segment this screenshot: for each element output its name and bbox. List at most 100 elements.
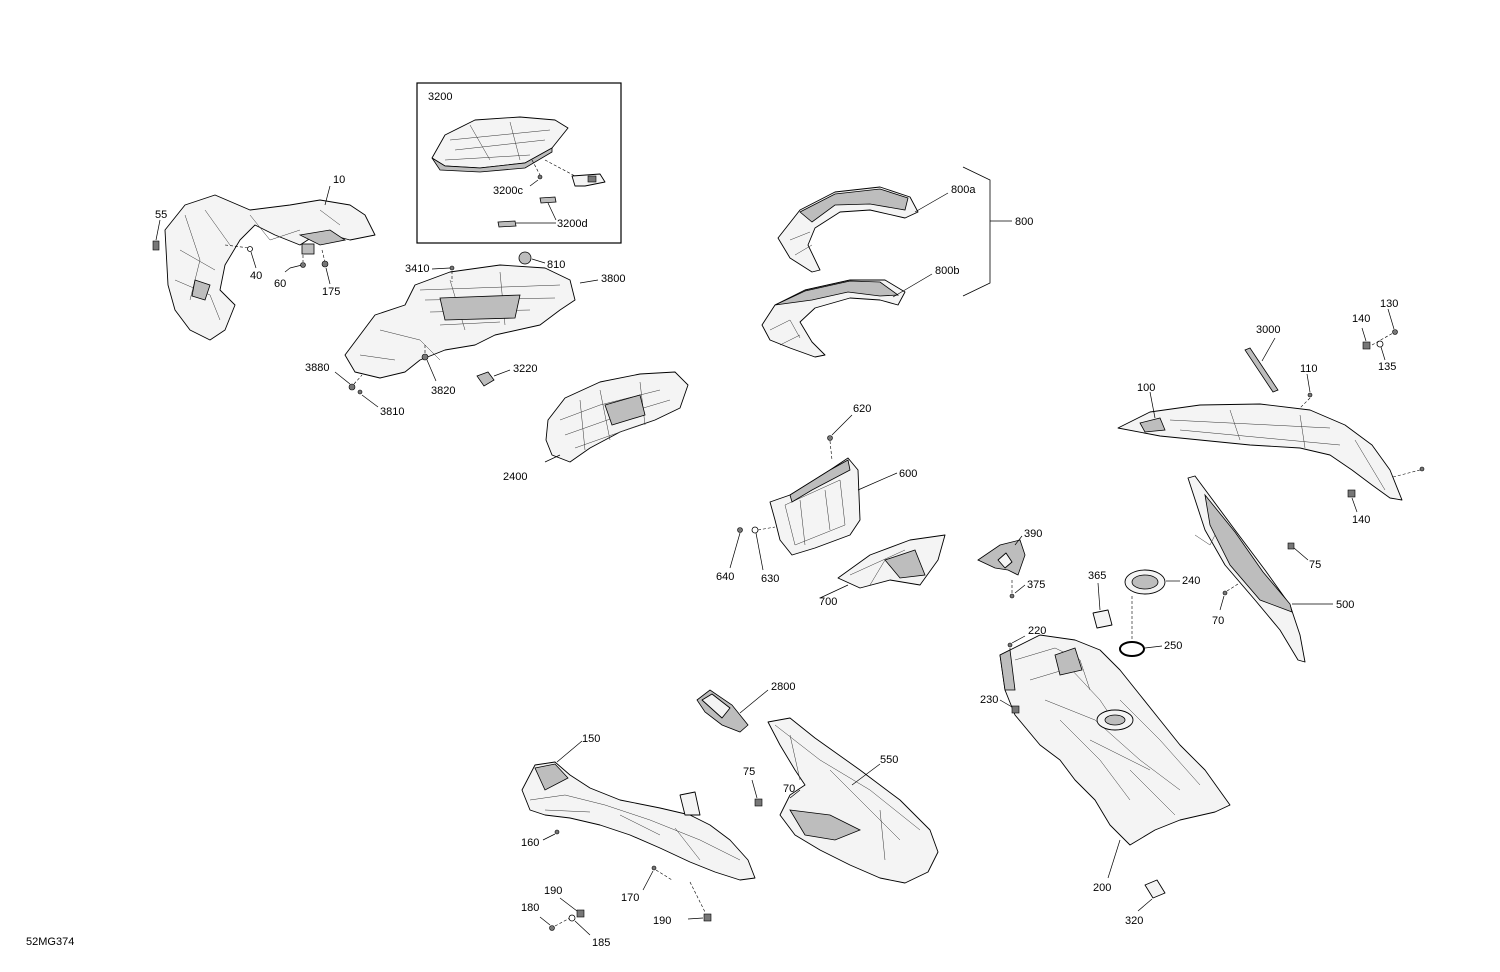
callout-250: 250 xyxy=(1164,640,1182,652)
part-640-screw xyxy=(737,527,743,533)
part-135-washer xyxy=(1376,340,1384,348)
callout-220: 220 xyxy=(1028,625,1046,637)
document-id: 52MG374 xyxy=(26,936,74,948)
callout-3200d: 3200d xyxy=(557,218,588,230)
part-screw-right xyxy=(1392,466,1425,478)
callout-110: 110 xyxy=(1300,363,1318,375)
callout-3200c: 3200c xyxy=(493,185,523,197)
callout-500: 500 xyxy=(1336,599,1354,611)
callout-3000: 3000 xyxy=(1256,324,1280,336)
part-365-pad xyxy=(1092,609,1113,629)
callout-3410: 3410 xyxy=(405,263,429,275)
callout-70-right: 70 xyxy=(1212,615,1224,627)
callout-130: 130 xyxy=(1380,298,1398,310)
callout-135: 135 xyxy=(1378,361,1396,373)
part-3800-storage-frame xyxy=(344,251,576,379)
callout-55: 55 xyxy=(155,209,167,221)
part-320-clip xyxy=(1144,879,1166,899)
callout-70-left: 70 xyxy=(783,783,795,795)
part-3200c-latch xyxy=(571,173,606,187)
part-240-ring xyxy=(1124,569,1166,595)
part-620-screw xyxy=(827,435,833,461)
part-170-screw xyxy=(651,865,673,881)
part-75-clip-left xyxy=(754,798,763,807)
part-185-washer xyxy=(568,914,576,922)
part-3810-screw xyxy=(357,389,363,395)
callout-365: 365 xyxy=(1088,570,1106,582)
callout-640: 640 xyxy=(716,571,734,583)
callout-620: 620 xyxy=(853,403,871,415)
callout-230: 230 xyxy=(980,694,998,706)
part-40-screw xyxy=(247,246,253,252)
callout-10: 10 xyxy=(333,174,345,186)
part-200-center-console xyxy=(999,634,1231,846)
part-3200d-pads xyxy=(497,196,557,228)
callout-3800: 3800 xyxy=(601,273,625,285)
part-630-washer xyxy=(751,526,776,534)
callout-2400: 2400 xyxy=(503,471,527,483)
part-130-screw xyxy=(1371,329,1398,346)
callout-320: 320 xyxy=(1125,915,1143,927)
part-70-screw-right xyxy=(1222,583,1239,596)
part-3000-strip xyxy=(1244,347,1279,393)
callout-240: 240 xyxy=(1182,575,1200,587)
group-bracket-800 xyxy=(962,166,991,297)
part-375-screw xyxy=(1009,580,1015,599)
part-250-seal xyxy=(1119,641,1145,657)
callout-550: 550 xyxy=(880,754,898,766)
callout-375: 375 xyxy=(1027,579,1045,591)
callout-810: 810 xyxy=(547,259,565,271)
callout-3880: 3880 xyxy=(305,362,329,374)
part-150-side-panel xyxy=(521,761,756,881)
part-600-bracket-panel xyxy=(769,457,861,556)
part-3410-screw xyxy=(431,265,455,282)
callout-600: 600 xyxy=(899,468,917,480)
part-75-clip-right xyxy=(1287,542,1295,550)
part-100-rear-trim xyxy=(1117,403,1403,501)
callout-180: 180 xyxy=(521,902,539,914)
callout-3820: 3820 xyxy=(431,385,455,397)
part-500-side-panel xyxy=(1187,475,1306,663)
part-140-nut-upper xyxy=(1362,341,1371,350)
part-700-cover-panel xyxy=(837,534,946,589)
part-2800-trim xyxy=(696,689,749,733)
part-175-screw xyxy=(321,249,329,268)
callout-185: 185 xyxy=(592,937,610,949)
inset-box-3200 xyxy=(416,82,622,244)
part-3200-cover xyxy=(431,116,569,173)
callout-3810: 3810 xyxy=(380,406,404,418)
callout-190-upper: 190 xyxy=(544,885,562,897)
callout-390: 390 xyxy=(1024,528,1042,540)
part-800a-upper-panel xyxy=(777,186,919,273)
part-60-screw xyxy=(289,262,306,269)
callout-2800: 2800 xyxy=(771,681,795,693)
part-55-clip xyxy=(152,240,160,251)
part-390-badge xyxy=(977,539,1026,576)
part-2400-gauge-cluster xyxy=(545,371,689,463)
part-190-nut-lower xyxy=(703,913,712,922)
callout-140-lower: 140 xyxy=(1352,514,1370,526)
callout-3200: 3200 xyxy=(428,91,452,103)
part-3220-bumper xyxy=(476,371,495,387)
callout-190-lower: 190 xyxy=(653,915,671,927)
callout-630: 630 xyxy=(761,573,779,585)
callout-700: 700 xyxy=(819,596,837,608)
part-550-side-cover xyxy=(767,717,939,884)
callout-140-upper: 140 xyxy=(1352,313,1370,325)
callout-800a: 800a xyxy=(951,184,976,196)
callout-160: 160 xyxy=(521,837,539,849)
part-110-screw xyxy=(1299,392,1313,409)
callout-100: 100 xyxy=(1137,382,1155,394)
part-140-nut-lower xyxy=(1347,489,1356,498)
callout-60: 60 xyxy=(274,278,286,290)
part-180-screw xyxy=(549,917,571,931)
callout-800b: 800b xyxy=(935,265,959,277)
callout-800: 800 xyxy=(1015,216,1033,228)
callout-3220: 3220 xyxy=(513,363,537,375)
part-190-nut-upper xyxy=(576,909,585,918)
callout-175: 175 xyxy=(322,286,340,298)
part-800b-lower-panel xyxy=(761,279,906,358)
callout-40: 40 xyxy=(250,270,262,282)
callout-200: 200 xyxy=(1093,882,1111,894)
